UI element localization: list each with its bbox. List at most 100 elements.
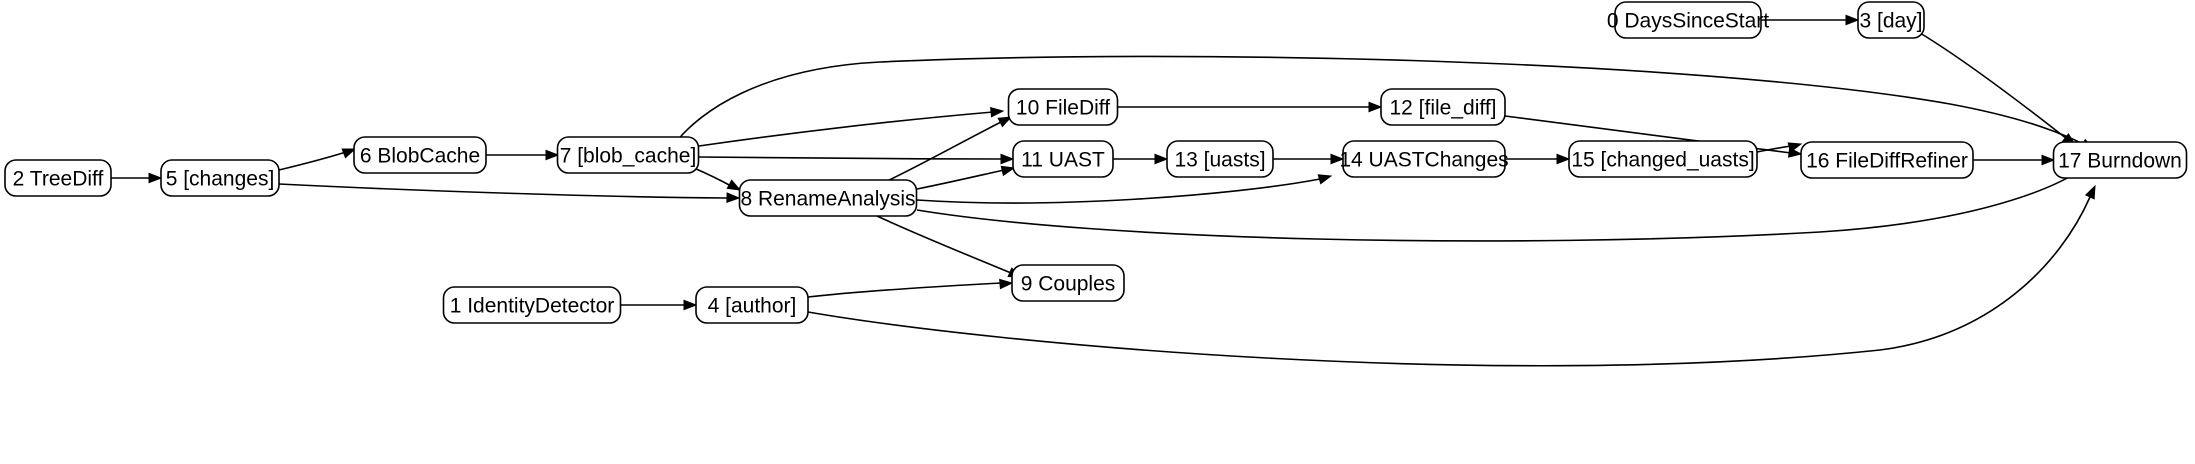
node-16-filediffrefiner[interactable]: 16 FileDiffRefiner bbox=[1800, 141, 1974, 179]
edge-changeduasts-to-filediffrefiner bbox=[1756, 142, 1803, 153]
node-4-author[interactable]: 4 [author] bbox=[695, 286, 809, 324]
node-label: 2 TreeDiff bbox=[13, 168, 104, 191]
node-label: 15 [changed_uasts] bbox=[1571, 149, 1754, 172]
node-label: 9 Couples bbox=[1021, 273, 1116, 296]
edge-line bbox=[698, 156, 1004, 160]
node-label: 0 DaysSinceStart bbox=[1607, 10, 1769, 33]
node-7-blob-cache[interactable]: 7 [blob_cache] bbox=[556, 136, 700, 174]
node-shape bbox=[2052, 141, 2188, 179]
node-shape bbox=[695, 286, 809, 324]
arrow-head bbox=[1368, 101, 1383, 113]
edge-renameanalysis-to-uastchanges bbox=[916, 174, 1333, 204]
node-14-uastchanges[interactable]: 14 UASTChanges bbox=[1339, 140, 1509, 178]
edge-line bbox=[807, 282, 1003, 298]
edge-line bbox=[675, 55, 2086, 146]
arrow-head bbox=[999, 278, 1014, 290]
arrow-head bbox=[1845, 14, 1860, 26]
arrow-head bbox=[2084, 184, 2096, 200]
node-label: 17 Burndown bbox=[2058, 150, 2182, 173]
nodes-layer: 0 DaysSinceStart 3 [day] 10 FileDiff 12 [fi… bbox=[4, 1, 2188, 324]
node-label: 16 FileDiffRefiner bbox=[1806, 150, 1968, 173]
node-10-filediff[interactable]: 10 FileDiff bbox=[1007, 88, 1119, 126]
node-label: 10 FileDiff bbox=[1016, 97, 1110, 120]
edge-filediff-to-filediffout bbox=[1118, 101, 1383, 113]
arrow-head bbox=[1556, 153, 1571, 165]
edge-author-to-burndown bbox=[807, 184, 2096, 367]
edge-line bbox=[693, 167, 732, 187]
node-15-changed-uasts[interactable]: 15 [changed_uasts] bbox=[1568, 140, 1758, 178]
node-shape bbox=[1007, 88, 1119, 126]
arrow-head bbox=[545, 149, 560, 161]
arrow-head bbox=[997, 116, 1013, 128]
node-1-identitydetector[interactable]: 1 IdentityDetector bbox=[442, 286, 622, 324]
node-label: 11 UAST bbox=[1021, 149, 1105, 172]
node-label: 4 [author] bbox=[708, 295, 797, 318]
arrow-head bbox=[1330, 153, 1345, 165]
arrow-head bbox=[1787, 142, 1803, 153]
node-3-day[interactable]: 3 [day] bbox=[1857, 1, 1925, 39]
node-shape bbox=[1342, 140, 1506, 178]
edge-line bbox=[916, 171, 2079, 242]
node-label: 1 IdentityDetector bbox=[450, 295, 615, 318]
edge-line bbox=[916, 169, 1005, 190]
node-6-blobcache[interactable]: 6 BlobCache bbox=[353, 136, 487, 174]
node-label: 7 [blob_cache] bbox=[560, 145, 697, 168]
node-shape bbox=[1857, 1, 1925, 39]
edge-uasts-to-uastchanges bbox=[1273, 153, 1345, 165]
node-label: 8 RenameAnalysis bbox=[740, 188, 915, 211]
edge-changes-to-blobcache bbox=[278, 148, 357, 171]
edge-treediff-to-changes bbox=[111, 172, 163, 184]
node-9-couples[interactable]: 9 Couples bbox=[1011, 264, 1125, 302]
node-shape bbox=[442, 286, 622, 324]
edge-renameanalysis-to-uast bbox=[916, 165, 1016, 190]
edge-author-to-couples bbox=[807, 278, 1014, 298]
edge-uast-to-uasts bbox=[1113, 153, 1169, 165]
node-11-uast[interactable]: 11 UAST bbox=[1012, 140, 1114, 178]
node-label: 3 [day] bbox=[1859, 10, 1922, 33]
node-12-file-diff[interactable]: 12 [file_diff] bbox=[1380, 88, 1506, 126]
edge-blobcache-to-uast bbox=[698, 153, 1015, 165]
arrow-head bbox=[1000, 165, 1016, 177]
node-8-renameanalysis[interactable]: 8 RenameAnalysis bbox=[738, 179, 918, 217]
node-shape bbox=[160, 159, 280, 197]
node-shape bbox=[1568, 140, 1758, 178]
arrow-head bbox=[1317, 174, 1333, 185]
node-shape bbox=[4, 159, 112, 197]
node-5-changes[interactable]: 5 [changes] bbox=[160, 159, 280, 197]
edge-line bbox=[882, 121, 1002, 184]
edge-changes-to-renameanalysis bbox=[278, 183, 741, 203]
node-shape bbox=[1012, 140, 1114, 178]
node-2-treediff[interactable]: 2 TreeDiff bbox=[4, 159, 112, 197]
node-shape bbox=[1011, 264, 1125, 302]
edge-line bbox=[698, 111, 994, 147]
node-0-dayssincestart[interactable]: 0 DaysSinceStart bbox=[1607, 1, 1769, 39]
arrow-head bbox=[148, 172, 163, 184]
node-shape bbox=[1614, 1, 1762, 39]
arrow-head bbox=[990, 106, 1005, 118]
edges-layer bbox=[111, 14, 2096, 367]
node-label: 13 [uasts] bbox=[1174, 149, 1265, 172]
edge-line bbox=[278, 151, 347, 171]
arrow-head bbox=[1154, 153, 1169, 165]
edge-day-to-burndown bbox=[1919, 32, 2077, 146]
node-17-burndown[interactable]: 17 Burndown bbox=[2052, 141, 2188, 179]
node-label: 6 BlobCache bbox=[360, 145, 480, 168]
arrow-head bbox=[726, 179, 742, 191]
edge-blobcache-to-blobcacheout bbox=[486, 149, 560, 161]
node-label: 5 [changes] bbox=[166, 168, 275, 191]
edge-blobcache-to-filediff bbox=[698, 106, 1005, 147]
edge-line bbox=[278, 183, 728, 199]
node-shape bbox=[1380, 88, 1506, 126]
arrow-head bbox=[683, 299, 698, 311]
edge-filediffrefiner-to-burndown bbox=[1973, 154, 2056, 166]
node-shape bbox=[556, 136, 700, 174]
edge-identitydetector-to-author bbox=[621, 299, 698, 311]
node-shape bbox=[353, 136, 487, 174]
edge-blobcache-to-renameanalysis bbox=[693, 167, 742, 191]
arrow-head bbox=[726, 192, 741, 203]
node-label: 14 UASTChanges bbox=[1339, 149, 1508, 172]
edge-line bbox=[807, 196, 2091, 367]
edge-renameanalysis-to-couples bbox=[876, 215, 1023, 278]
node-13-uasts[interactable]: 13 [uasts] bbox=[1166, 140, 1274, 178]
